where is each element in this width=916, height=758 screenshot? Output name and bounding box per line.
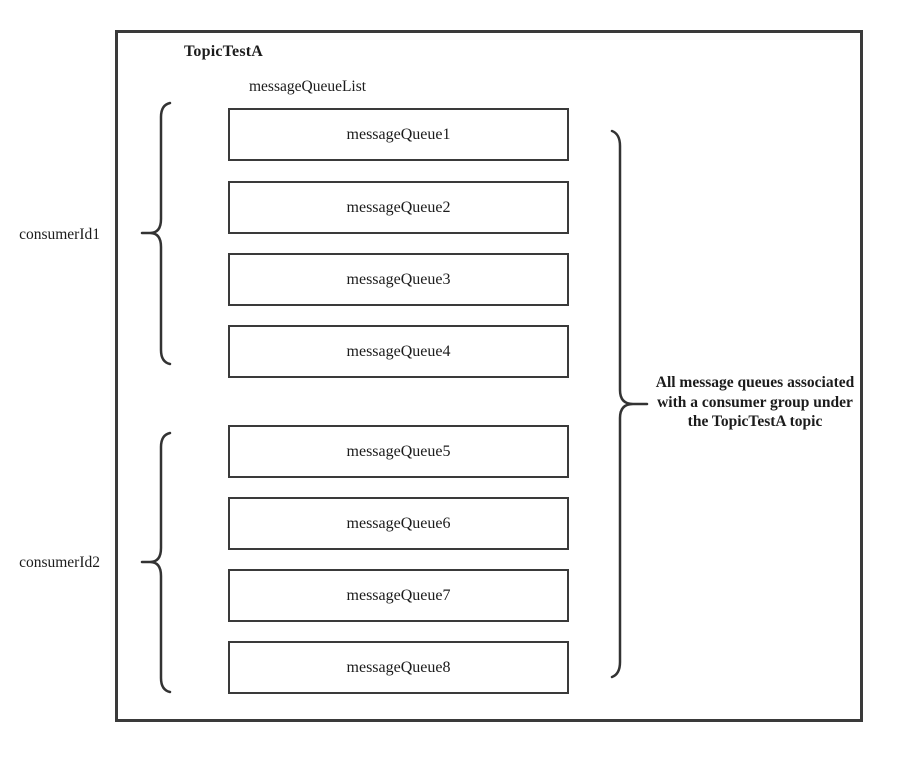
queue-box-4: messageQueue4 — [228, 325, 569, 378]
queue-box-2: messageQueue2 — [228, 181, 569, 234]
topic-title: TopicTestA — [184, 43, 264, 60]
queue-box-7: messageQueue7 — [228, 569, 569, 622]
queue-box-1: messageQueue1 — [228, 108, 569, 161]
consumer-id1-label: consumerId1 — [19, 226, 100, 243]
annotation-line-3: the TopicTestA topic — [687, 413, 823, 430]
consumer1-group-brace-icon — [139, 100, 177, 367]
all-queues-annotation: All message queues associated with a con… — [646, 373, 864, 432]
annotation-line-1: All message queues associated — [655, 374, 855, 391]
queue-box-8: messageQueue8 — [228, 641, 569, 694]
queue-box-3: messageQueue3 — [228, 253, 569, 306]
annotation-line-2: with a consumer group under — [657, 393, 853, 411]
consumer2-group-brace-icon — [139, 430, 177, 695]
queue-box-5: messageQueue5 — [228, 425, 569, 478]
queue-box-6: messageQueue6 — [228, 497, 569, 550]
message-queue-list-label: messageQueueList — [249, 78, 367, 95]
all-queues-brace-icon — [606, 128, 652, 680]
consumer-id2-label: consumerId2 — [19, 554, 100, 571]
